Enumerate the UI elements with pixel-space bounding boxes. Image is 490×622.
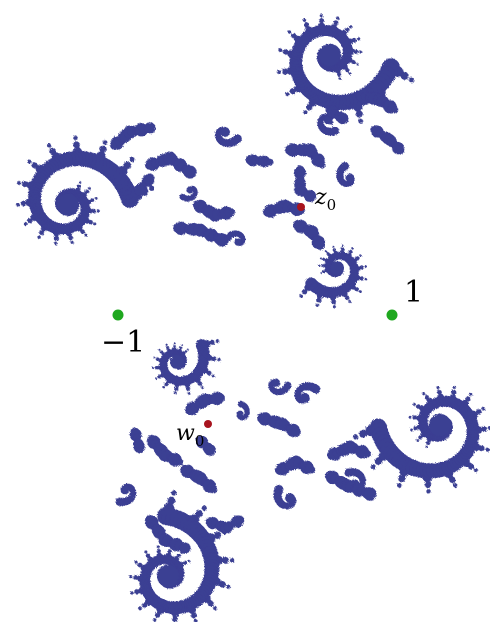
label-w0: w0 bbox=[176, 421, 204, 450]
label-z0-sub: 0 bbox=[327, 196, 337, 214]
marked-point-w0 bbox=[204, 420, 212, 428]
fractal-set bbox=[16, 14, 490, 622]
label-z0: z0 bbox=[314, 185, 336, 214]
label-w0-main: w bbox=[176, 421, 195, 446]
label-z0-main: z bbox=[314, 185, 327, 210]
critical-point-plus-one bbox=[387, 310, 398, 321]
label-plus-one: 1 bbox=[404, 275, 423, 310]
label-minus-one: −1 bbox=[101, 325, 145, 360]
label-w0-sub: 0 bbox=[195, 432, 205, 450]
critical-point-minus-one bbox=[113, 310, 124, 321]
marked-point-z0 bbox=[297, 203, 305, 211]
